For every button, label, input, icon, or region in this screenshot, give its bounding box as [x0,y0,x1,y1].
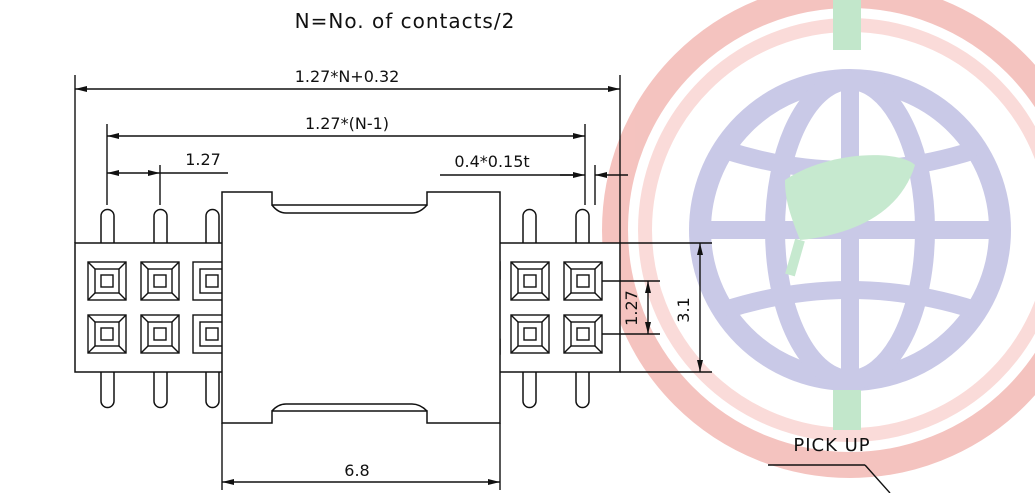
header-note: N=No. of contacts/2 [295,9,516,33]
dim-pin-span [106,124,586,205]
dim-pin-size-label: 0.4*0.15t [454,152,529,171]
contact-cavity [563,261,603,301]
dim-overall-length [74,75,621,243]
contact-cavity [140,314,180,354]
dim-cap-width [221,423,501,490]
dim-overall-length-label: 1.27*N+0.32 [295,67,400,86]
pick-up-cap [221,191,501,424]
dim-pitch [107,165,228,205]
contact-cavity [563,314,603,354]
dim-body-height [620,242,712,373]
dim-pin-span-label: 1.27*(N-1) [305,114,389,133]
watermark-leaf [785,155,915,240]
pick-up-leader [768,464,891,494]
watermark-stem-bottom [833,390,861,430]
pick-up-label: PICK UP [793,435,870,456]
dim-body-height-label: 3.1 [674,297,693,322]
dim-pitch-label: 1.27 [185,150,221,169]
contact-cavities [87,261,603,355]
contact-cavity [510,261,550,301]
dim-cap-width-label: 6.8 [344,461,369,480]
contact-cavity [87,314,127,354]
contact-cavity [510,314,550,354]
watermark-globe-parallel-bottom [722,281,978,319]
dim-row-pitch [602,280,660,335]
dim-pin-size [440,165,628,205]
watermark-logo [602,0,1035,478]
watermark-stem-top [833,0,861,50]
contact-cavity [140,261,180,301]
dim-row-pitch-label: 1.27 [622,290,641,326]
watermark-leaf-stem [785,238,805,277]
contact-cavity [87,261,127,301]
